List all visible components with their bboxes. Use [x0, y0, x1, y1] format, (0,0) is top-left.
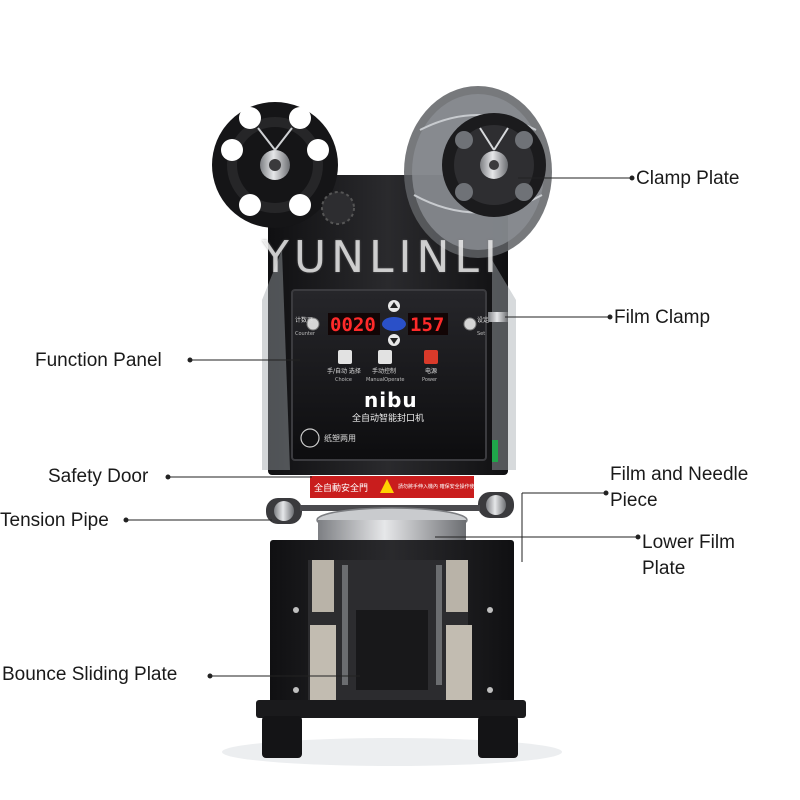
- warning-triangle-icon: [380, 479, 394, 493]
- power-label: 电源: [425, 367, 437, 375]
- choice-label: 手/自动 选择: [327, 367, 361, 375]
- machine-base: [256, 700, 526, 718]
- brand-logo: nibu: [364, 388, 418, 412]
- panel-logo-badge: [382, 317, 406, 331]
- label-safety-door: Safety Door: [48, 466, 149, 487]
- label-film-needle-2: Piece: [610, 490, 658, 511]
- counter-label: 计数器: [295, 316, 313, 324]
- set-label: 设定: [477, 316, 489, 324]
- function-panel: [291, 289, 487, 461]
- temperature-display: 157: [410, 314, 444, 336]
- drive-gear: [321, 191, 355, 225]
- label-film-needle-1: Film and Needle: [610, 464, 749, 485]
- mascot-icon: [300, 428, 320, 448]
- power-button[interactable]: [424, 350, 438, 364]
- floor-shadow: [222, 738, 562, 766]
- choice-button[interactable]: [338, 350, 352, 364]
- callout-lines: [123, 175, 641, 679]
- right-film-roll: [404, 86, 552, 258]
- needle-piece-indicator: [492, 440, 498, 462]
- left-foot: [262, 716, 302, 758]
- bounce-sliding-plate-left: [310, 625, 336, 705]
- label-function-panel: Function Panel: [35, 350, 162, 371]
- label-lower-film-2: Plate: [642, 558, 686, 579]
- screw: [293, 687, 299, 693]
- film-clamp: [488, 312, 508, 322]
- power-label-en: Power: [422, 377, 438, 383]
- screw: [487, 607, 493, 613]
- safety-door-label: [310, 476, 474, 498]
- safety-door-notice: 請勿將手伸入機內 確保安全操作使用: [398, 483, 480, 490]
- label-film-clamp: Film Clamp: [614, 307, 711, 328]
- left-film-reel: [212, 102, 338, 228]
- bounce-sliding-plate-right: [446, 625, 472, 705]
- counter-reset-button[interactable]: [306, 317, 320, 331]
- spring-column-left: [342, 565, 348, 685]
- center-mechanism: [356, 610, 428, 690]
- left-slide-rail: [312, 560, 334, 612]
- left-tension-roller: [266, 498, 302, 524]
- counter-display-bg: [328, 313, 380, 335]
- clear-side-guard-right: [492, 260, 516, 470]
- safety-door-warning: 全自動安全門: [314, 482, 368, 494]
- temp-display-bg: [408, 313, 448, 335]
- counter-display: 0020: [330, 314, 376, 336]
- right-foot: [478, 716, 518, 758]
- label-lower-film-1: Lower Film: [642, 532, 735, 553]
- down-arrow-icon: [390, 338, 398, 344]
- label-tension-pipe: Tension Pipe: [0, 510, 109, 531]
- screw: [487, 687, 493, 693]
- label-bounce-plate: Bounce Sliding Plate: [2, 664, 178, 685]
- right-slide-rail: [446, 560, 468, 612]
- set-button[interactable]: [463, 317, 477, 331]
- label-clamp-plate: Clamp Plate: [636, 168, 740, 189]
- right-tension-roller: [478, 492, 514, 518]
- manual-label: 手动控制: [372, 367, 396, 375]
- set-label-en: Set: [477, 331, 485, 337]
- spring-column-right: [436, 565, 442, 685]
- manual-label-en: ManualOperate: [366, 377, 405, 383]
- up-arrow-icon: [390, 302, 398, 308]
- choice-label-en: Choice: [335, 377, 352, 383]
- counter-label-en: Counter: [295, 331, 316, 337]
- watermark: YUNLINLI: [262, 232, 502, 283]
- screw: [293, 607, 299, 613]
- dual-use-badge: 纸塑两用: [324, 433, 356, 443]
- manual-operate-button[interactable]: [378, 350, 392, 364]
- panel-subtitle: 全自动智能封口机: [352, 412, 424, 424]
